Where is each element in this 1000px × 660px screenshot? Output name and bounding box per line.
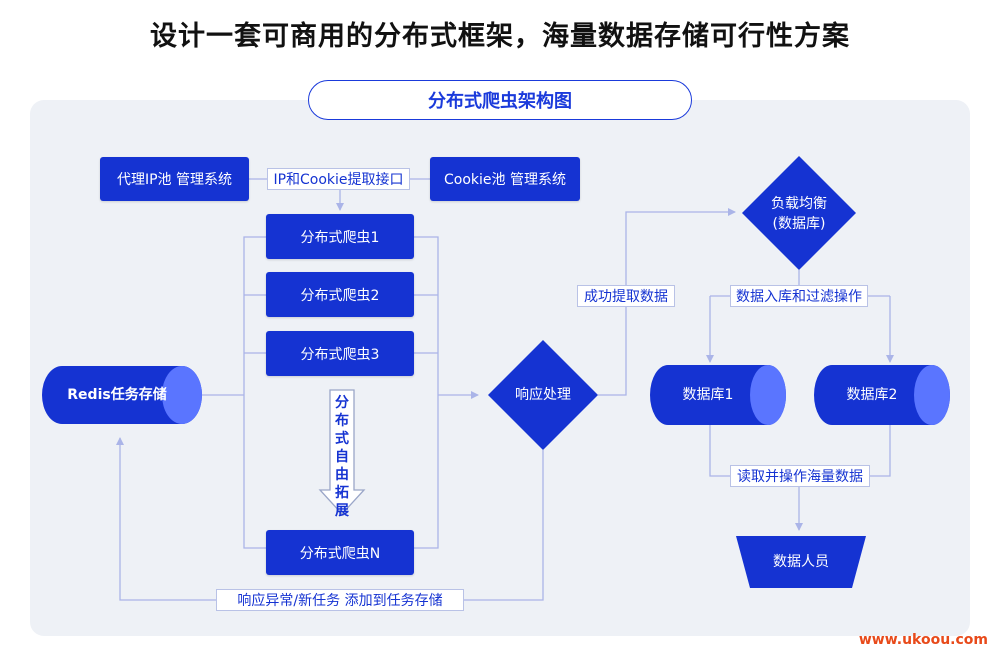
scale-out-arrow [318,389,366,515]
cookie-pool-node: Cookie池 管理系统 [430,157,580,201]
crawler1-node: 分布式爬虫1 [266,214,414,259]
load-balance-label: 负载均衡 (数据库) [771,196,827,232]
page-title: 设计一套可商用的分布式框架，海量数据存储可行性方案 [150,21,850,52]
crawlers-right-bracket [414,236,439,549]
exception-new-task-label: 响应异常/新任务 添加到任务存储 [216,589,464,611]
crawler3-node: 分布式爬虫3 [266,331,414,376]
scale-out-label: 分布式自由拓展 [335,395,349,519]
read-operate-label: 读取并操作海量数据 [730,465,870,487]
store-filter-label: 数据入库和过滤操作 [730,285,868,307]
extract-success-label: 成功提取数据 [577,285,675,307]
db2-cylinder [814,365,950,425]
redis-label: Redis任务存储 [67,387,167,403]
load-balance-diamond [742,156,856,270]
response-label: 响应处理 [515,387,571,403]
ip-cookie-api-label: IP和Cookie提取接口 [267,168,410,190]
proxy-pool-node: 代理IP池 管理系统 [100,157,249,201]
response-diamond [488,340,598,450]
watermark: www.ukoou.com [858,632,988,648]
redis-cylinder [42,366,202,424]
data-staff-label: 数据人员 [773,554,829,570]
data-staff-trapezoid [736,536,866,588]
crawler2-node: 分布式爬虫2 [266,272,414,317]
crawlerN-node: 分布式爬虫N [266,530,414,575]
db1-label: 数据库1 [682,387,734,403]
db2-label: 数据库2 [846,387,898,403]
crawlers-left-bracket [243,236,266,549]
db1-cylinder [650,365,786,425]
diagram-title: 分布式爬虫架构图 [308,80,692,120]
